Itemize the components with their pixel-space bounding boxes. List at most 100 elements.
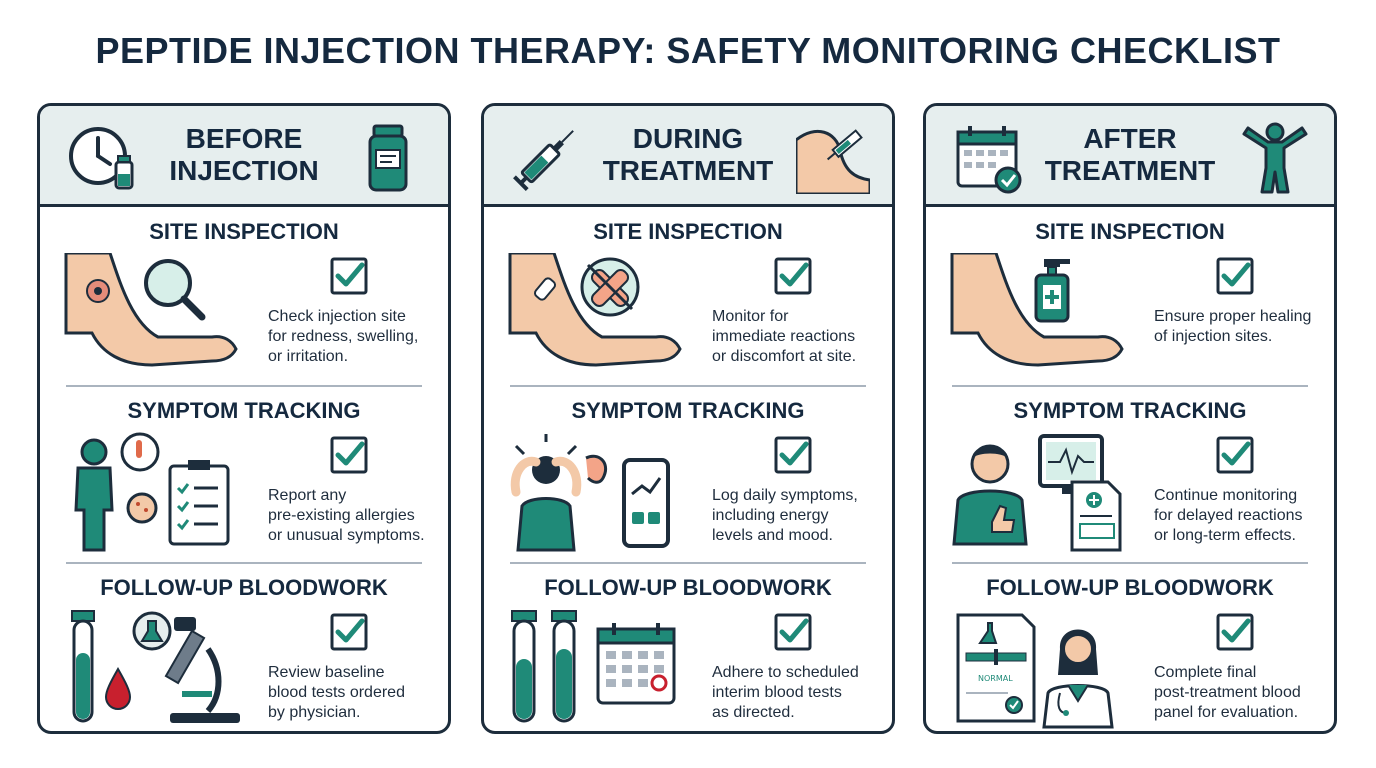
description-line: blood tests ordered [268,684,405,701]
section-title: FOLLOW-UP BLOODWORK [544,575,832,600]
section-symptom-tracking: SYMPTOM TRACKING Log daily symptoms, inc… [484,386,892,562]
description-line: by physician. [268,704,361,721]
section-description: Report any pre-existing allergies or unu… [268,486,448,546]
description-line: or unusual symptoms. [268,527,425,544]
report-label: NORMAL [978,674,1013,683]
panel-title-line2: TREATMENT [1044,155,1216,186]
calendar-check-icon [956,126,1022,194]
section-follow-up-bloodwork: FOLLOW-UP BLOODWORK NORMAL Complete fina… [926,563,1334,731]
panel-during-treatment: DURING TREATMENT SITE INSPECTION [481,103,895,734]
description-line: immediate reactions [712,328,856,345]
checkbox-icon [1216,257,1254,295]
divider [952,385,1308,387]
description-line: post-treatment blood [1154,684,1301,701]
checkbox-icon [774,436,812,474]
panel-title-line1: DURING [632,123,744,154]
panel-title: AFTER TREATMENT [1016,123,1244,187]
section-follow-up-bloodwork: FOLLOW-UP BLOODWORK Review baseline bloo… [40,563,448,731]
section-title: SYMPTOM TRACKING [571,398,805,423]
person-celebrating-icon [1242,122,1308,194]
checkbox-icon [330,257,368,295]
panel-title-line1: BEFORE [185,123,303,154]
section-site-inspection: SITE INSPECTION Monitor for immediate re… [484,207,892,383]
person-monitor-icon [952,434,1122,552]
headache-phone-icon [510,434,670,552]
description-line: Continue monitoring [1154,487,1298,504]
magnifier-arm-icon [64,253,238,367]
section-symptom-tracking: SYMPTOM TRACKING Report any pre-existing… [40,386,448,562]
checkbox-icon [774,613,812,651]
section-title: SITE INSPECTION [1035,219,1225,244]
description-line: for redness, swelling, [268,328,419,345]
sanitizer-arm-icon [950,253,1124,367]
section-title: SYMPTOM TRACKING [1013,398,1247,423]
section-description: Monitor for immediate reactions or disco… [712,307,892,367]
divider [952,562,1308,564]
description-line: Check injection site [268,308,406,325]
arm-injection-icon [796,129,870,194]
panel-after-treatment: AFTER TREATMENT SITE INSPECTION Ensure p… [923,103,1337,734]
checkbox-icon [330,436,368,474]
description-line: Ensure proper healing [1154,308,1312,325]
divider [510,562,866,564]
description-line: Complete final [1154,664,1257,681]
section-description: Continue monitoring for delayed reaction… [1154,486,1334,546]
section-description: Log daily symptoms, including energy lev… [712,486,892,546]
description-line: Monitor for [712,308,789,325]
description-line: or irritation. [268,348,349,365]
checkbox-icon [774,257,812,295]
section-title: FOLLOW-UP BLOODWORK [100,575,388,600]
divider [66,562,422,564]
panel-title-line1: AFTER [1083,123,1177,154]
description-line: as directed. [712,704,795,721]
panel-header: AFTER TREATMENT [926,106,1334,207]
description-line: Report any [268,487,347,504]
description-line: Review baseline [268,664,385,681]
description-line: including energy [712,507,829,524]
section-symptom-tracking: SYMPTOM TRACKING Continue monitoring for… [926,386,1334,562]
panel-title-line2: TREATMENT [602,155,774,186]
section-description: Complete final post-treatment blood pane… [1154,663,1334,723]
description-line: levels and mood. [712,527,833,544]
panel-header: BEFORE INJECTION [40,106,448,207]
description-line: of injection sites. [1154,328,1273,345]
description-line: or discomfort at site. [712,348,857,365]
description-line: or long-term effects. [1154,527,1296,544]
divider [66,385,422,387]
description-line: Adhere to scheduled [712,664,859,681]
section-description: Check injection site for redness, swelli… [268,307,448,367]
panel-header: DURING TREATMENT [484,106,892,207]
section-title: SYMPTOM TRACKING [127,398,361,423]
report-doctor-icon: NORMAL [956,613,1114,729]
vial-icon [368,124,408,192]
person-clipboard-icon [74,432,230,552]
divider [510,385,866,387]
clock-icon [69,127,134,190]
test-tubes-calendar-icon [511,610,676,723]
section-description: Review baseline blood tests ordered by p… [268,663,448,723]
panel-title: DURING TREATMENT [574,123,802,187]
test-tubes-microscope-icon [71,610,240,723]
checkbox-icon [330,613,368,651]
panel-title-line2: INJECTION [169,155,319,186]
section-title: SITE INSPECTION [593,219,783,244]
bandage-arm-icon [508,253,682,367]
description-line: Log daily symptoms, [712,487,858,504]
page-title: PEPTIDE INJECTION THERAPY: SAFETY MONITO… [95,30,1281,71]
description-line: for delayed reactions [1154,507,1303,524]
syringe-icon [513,130,574,191]
checkbox-icon [1216,436,1254,474]
description-line: panel for evaluation. [1154,704,1299,721]
section-follow-up-bloodwork: FOLLOW-UP BLOODWORK Adhere to schedul [484,563,892,731]
section-description: Adhere to scheduled interim blood tests … [712,663,892,723]
description-line: pre-existing allergies [268,507,415,524]
section-title: SITE INSPECTION [149,219,339,244]
checkbox-icon [1216,613,1254,651]
section-title: FOLLOW-UP BLOODWORK [986,575,1274,600]
section-site-inspection: SITE INSPECTION Ensure proper healing of… [926,207,1334,383]
section-description: Ensure proper healing of injection sites… [1154,307,1334,347]
section-site-inspection: SITE INSPECTION Check injection site for… [40,207,448,383]
panel-before-injection: BEFORE INJECTION SITE INSPECTION Check i… [37,103,451,734]
panel-title: BEFORE INJECTION [130,123,358,187]
description-line: interim blood tests [712,684,842,701]
